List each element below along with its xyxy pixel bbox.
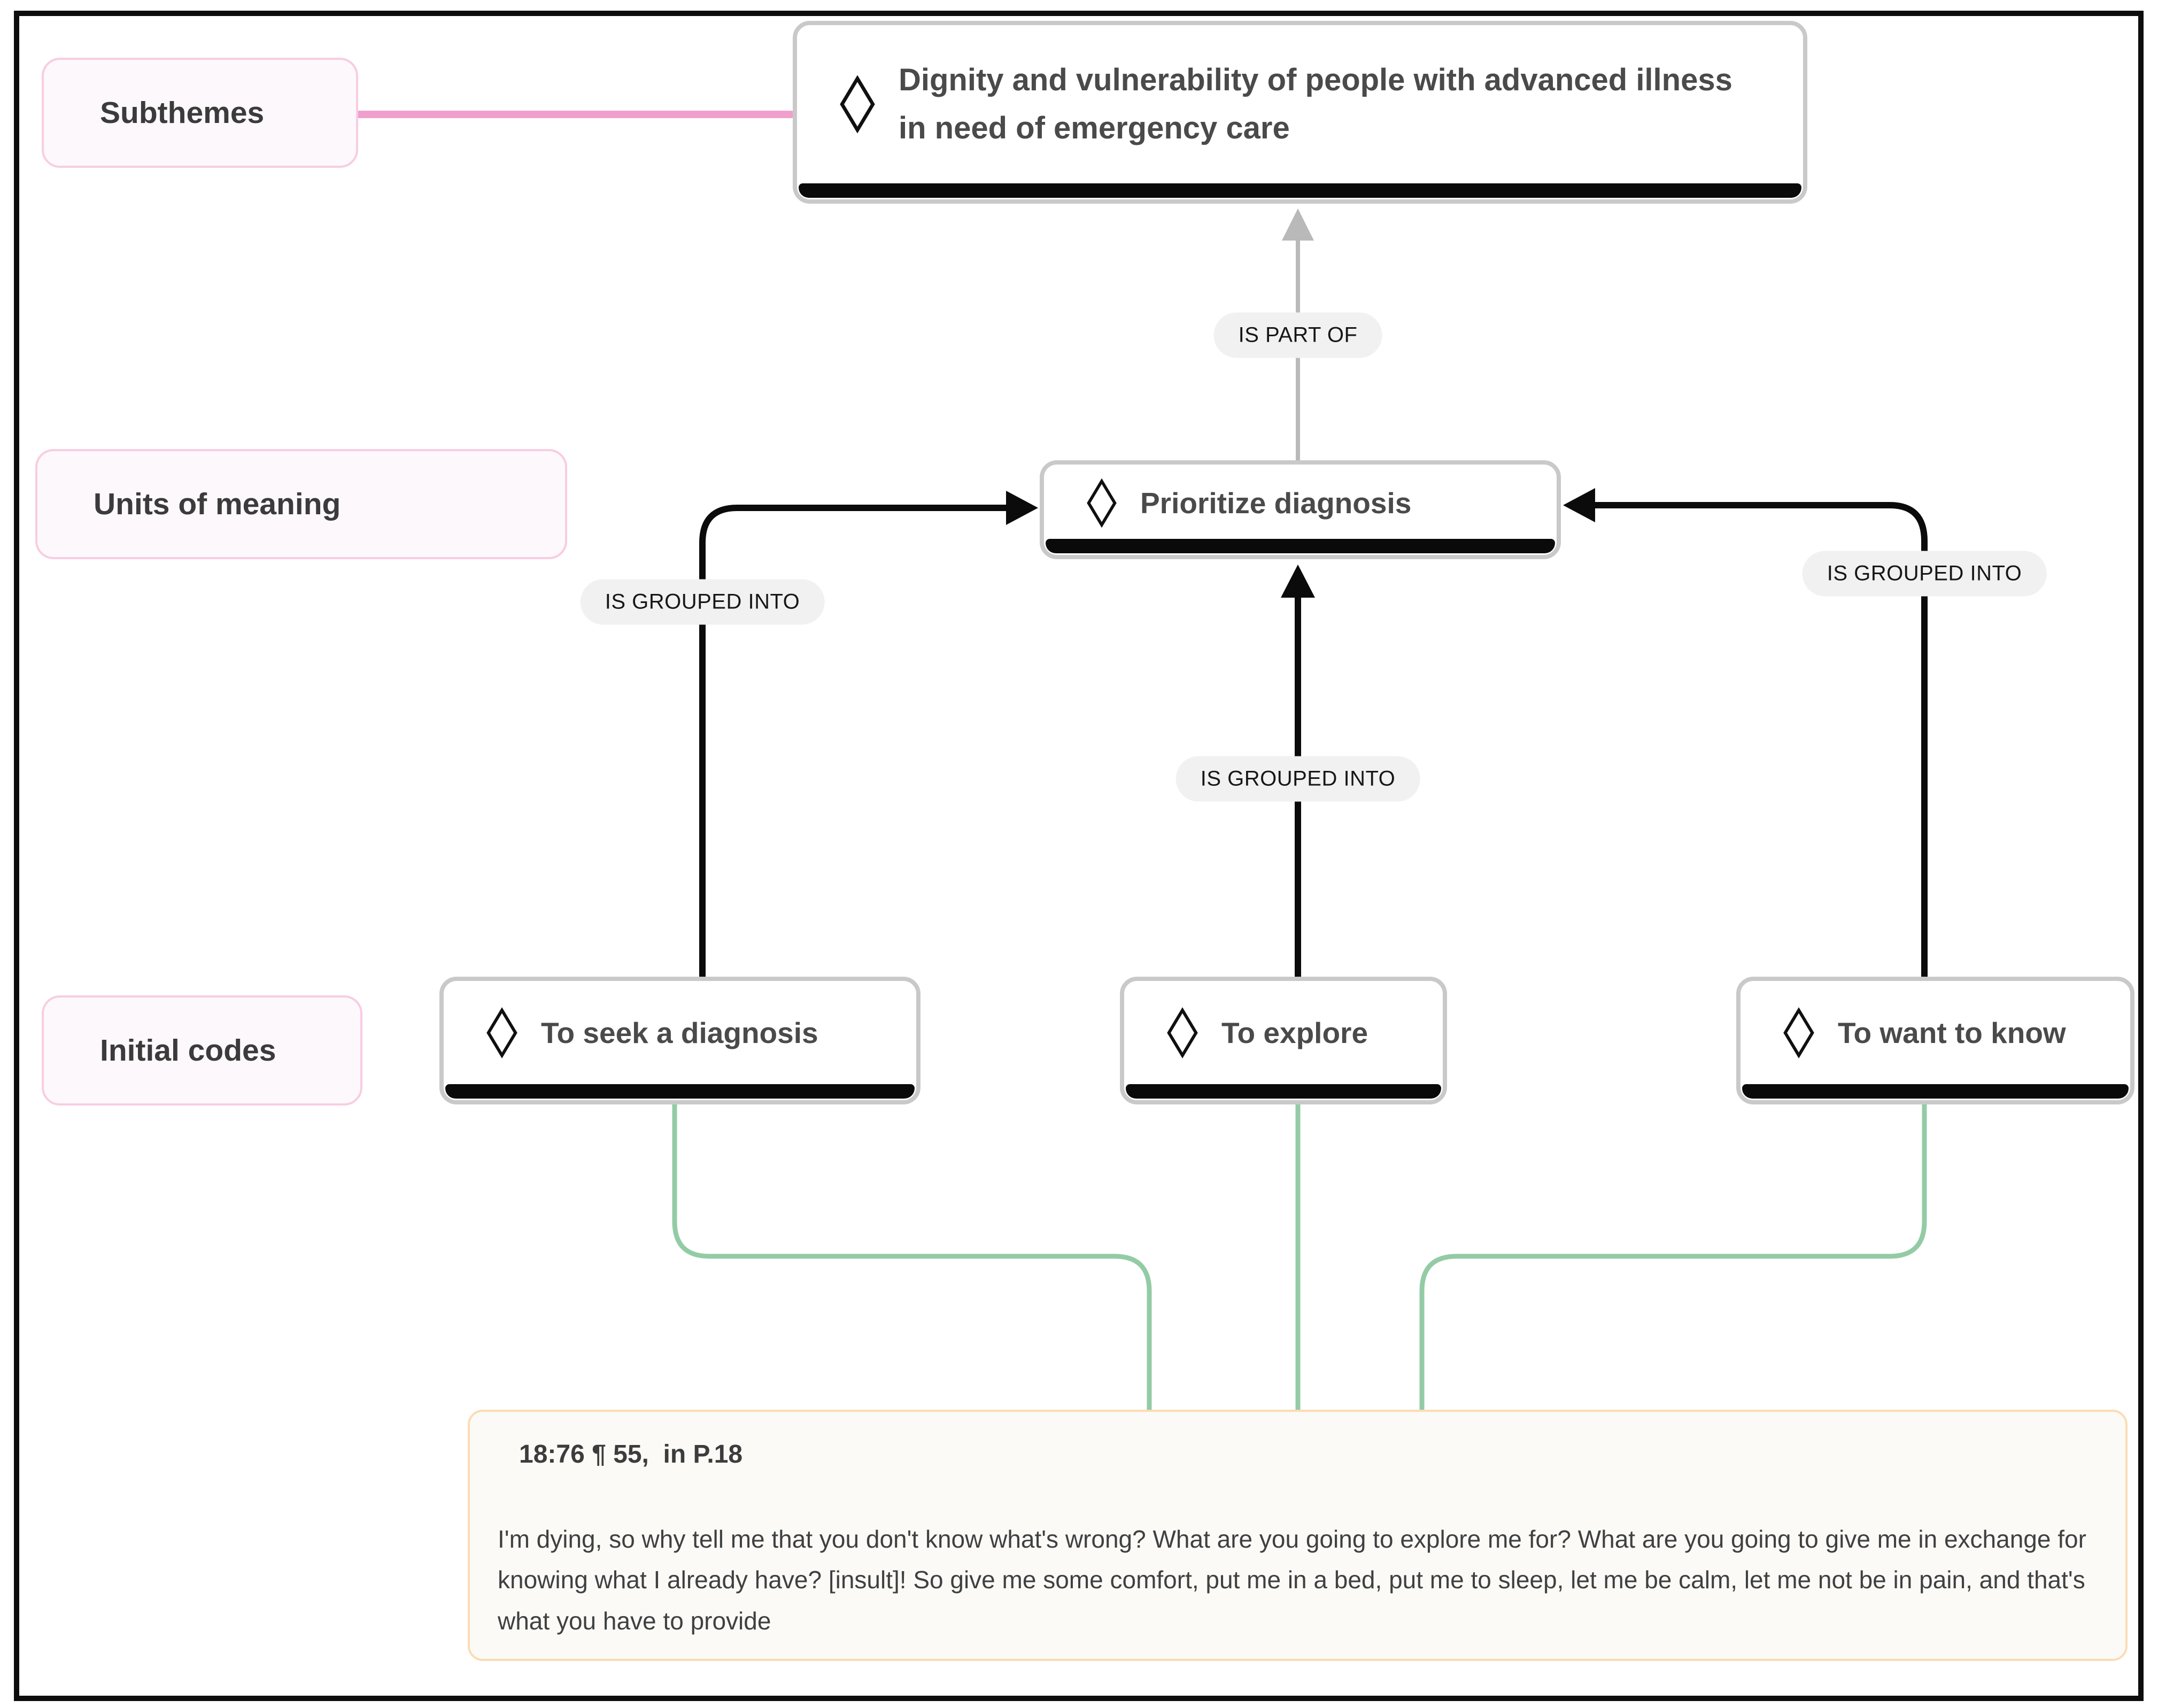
row-label-initial-codes-text: Initial codes xyxy=(100,1033,276,1068)
code-node-to-want-to-know[interactable]: To want to know xyxy=(1736,977,2134,1104)
unit-node-prioritize-diagnosis[interactable]: Prioritize diagnosis xyxy=(1040,460,1561,559)
relation-pill-grouped-left: IS GROUPED INTO xyxy=(580,579,825,625)
relation-pill-grouped-right-text: IS GROUPED INTO xyxy=(1827,561,2022,585)
code-node-to-explore[interactable]: To explore xyxy=(1120,977,1447,1104)
relation-pill-is-part-of: IS PART OF xyxy=(1213,312,1382,358)
code-node-label: To seek a diagnosis xyxy=(541,1016,818,1049)
grouped-into-center-arrowhead-icon xyxy=(1281,565,1315,598)
code-diamond-icon xyxy=(486,1007,517,1058)
relation-pill-grouped-center-text: IS GROUPED INTO xyxy=(1200,767,1396,791)
unit-diamond-icon xyxy=(1087,478,1117,528)
subtheme-node-label: Dignity and vulnerability of people with… xyxy=(899,63,1732,145)
quotation-reference: 18:76 ¶ 55, in P.18 xyxy=(519,1440,743,1469)
grouped-into-left-arrowhead-icon xyxy=(1006,491,1038,525)
relation-pill-grouped-right: IS GROUPED INTO xyxy=(1802,551,2047,597)
is-part-of-arrowhead-icon xyxy=(1282,208,1314,241)
grouped-into-right-arrowhead-icon xyxy=(1563,488,1595,522)
relation-pill-grouped-center: IS GROUPED INTO xyxy=(1175,756,1420,802)
relation-pill-grouped-left-text: IS GROUPED INTO xyxy=(605,590,800,614)
quotation-link-right-line xyxy=(1419,1104,1927,1411)
code-node-label: To explore xyxy=(1221,1016,1368,1049)
subtheme-diamond-icon xyxy=(840,75,875,133)
grouped-into-right-connector-line xyxy=(1592,502,1928,977)
code-node-to-seek-a-diagnosis[interactable]: To seek a diagnosis xyxy=(439,977,921,1104)
subtheme-node[interactable]: Dignity and vulnerability of people with… xyxy=(793,21,1807,204)
unit-node-label: Prioritize diagnosis xyxy=(1140,486,1412,520)
code-node-label: To want to know xyxy=(1838,1016,2066,1049)
relation-pill-is-part-of-text: IS PART OF xyxy=(1238,323,1358,347)
row-label-units-of-meaning: Units of meaning xyxy=(35,449,567,559)
row-label-initial-codes: Initial codes xyxy=(42,995,362,1106)
code-diamond-icon xyxy=(1167,1007,1198,1058)
row-label-subthemes-text: Subthemes xyxy=(100,96,265,130)
code-diamond-icon xyxy=(1783,1007,1814,1058)
row-label-subthemes: Subthemes xyxy=(42,58,358,168)
grouped-into-left-connector-line xyxy=(699,505,1010,977)
quotation-node[interactable]: 18:76 ¶ 55, in P.18 I'm dying, so why te… xyxy=(468,1410,2128,1661)
quotation-link-left-line xyxy=(672,1104,1152,1411)
row-label-units-of-meaning-text: Units of meaning xyxy=(94,487,341,521)
quotation-text: I'm dying, so why tell me that you don't… xyxy=(498,1525,2086,1635)
